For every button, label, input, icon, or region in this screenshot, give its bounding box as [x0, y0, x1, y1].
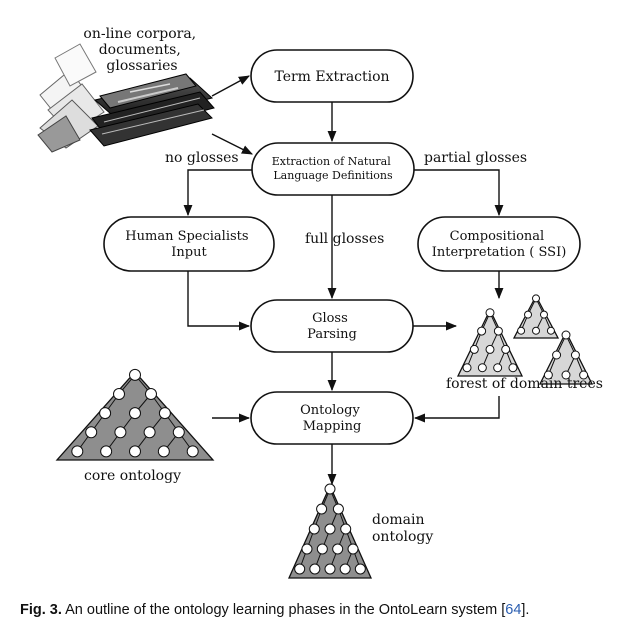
no-glosses-label: no glosses [165, 150, 239, 166]
ontolearn-diagram: on-line corpora, documents, glossaries T… [37, 26, 603, 579]
domain-ontology-line-2: ontology [372, 529, 433, 545]
caption-end: ]. [521, 602, 530, 618]
ontology-mapping-line-2: Mapping [303, 419, 362, 434]
edges [183, 75, 504, 486]
edge-source-to-extraction [211, 133, 254, 155]
extraction-defs-line-1: Extraction of Natural [272, 155, 391, 168]
caption-reference-link[interactable]: 64 [505, 602, 522, 618]
full-glosses-label: full glosses [305, 231, 384, 247]
ontology-mapping-line-1: Ontology [300, 403, 360, 418]
compositional-line-1: Compositional [450, 229, 545, 244]
source-label-line-3: glossaries [106, 58, 177, 74]
compositional-line-2: Interpretation ( SSI) [432, 245, 567, 260]
caption-text: An outline of the ontology learning phas… [65, 602, 506, 618]
core-ontology-label: core ontology [84, 468, 181, 484]
forest-tree-1-icon [456, 308, 524, 377]
svg-text:Extraction of Natural La: Extraction of Natural Language Definitio… [272, 155, 395, 182]
edge-partial-glosses [414, 169, 504, 217]
svg-text:Compositional Interpreta: Compositional Interpretation ( SSI) [432, 229, 567, 260]
domain-ontology-label: domain ontology [372, 512, 433, 545]
domain-ontology-line-1: domain [372, 512, 425, 528]
edge-no-glosses [183, 169, 252, 217]
edge-human-to-parsing [187, 271, 251, 331]
node-ontology-mapping: Ontology Mapping [250, 391, 414, 445]
forest-label: forest of domain trees [446, 376, 603, 392]
figure-caption: Fig. 3. An outline of the ontology learn… [20, 602, 630, 618]
source-label-line-2: documents, [99, 42, 181, 58]
caption-fig-number: Fig. 3. [20, 602, 62, 618]
core-ontology-tree-icon [55, 368, 215, 461]
books-icon [89, 73, 215, 147]
forest-tree-3-icon [538, 330, 594, 385]
node-extraction-definitions: Extraction of Natural Language Definitio… [251, 142, 415, 196]
node-gloss-parsing: Gloss Parsing [250, 299, 414, 353]
documents-icon [37, 43, 105, 153]
domain-ontology-tree-icon [287, 483, 373, 579]
human-specialists-line-2: Input [171, 245, 207, 260]
partial-glosses-label: partial glosses [424, 150, 527, 166]
svg-text:Gloss Parsing: Gloss Parsing [307, 311, 357, 342]
node-term-extraction: Term Extraction [250, 49, 414, 103]
edge-forest-to-mapping [413, 396, 500, 423]
human-specialists-line-1: Human Specialists [125, 229, 248, 244]
term-extraction-label: Term Extraction [274, 69, 389, 85]
forest-tree-2-icon [512, 294, 560, 339]
edge-source-to-term [211, 75, 250, 97]
extraction-defs-line-2: Language Definitions [273, 169, 393, 182]
svg-text:Human Specialists Input: Human Specialists Input [125, 229, 252, 260]
svg-text:Term Extraction: Term Extraction [274, 69, 389, 85]
trees [55, 294, 594, 579]
source-label: on-line corpora, documents, glossaries [83, 26, 200, 74]
gloss-parsing-line-2: Parsing [307, 327, 357, 342]
source-label-line-1: on-line corpora, [83, 26, 196, 42]
node-human-specialists: Human Specialists Input [103, 216, 275, 272]
svg-text:Ontology Mapping: Ontology Mapping [300, 403, 364, 434]
gloss-parsing-line-1: Gloss [312, 311, 348, 326]
node-compositional-interpretation: Compositional Interpretation ( SSI) [417, 216, 581, 272]
